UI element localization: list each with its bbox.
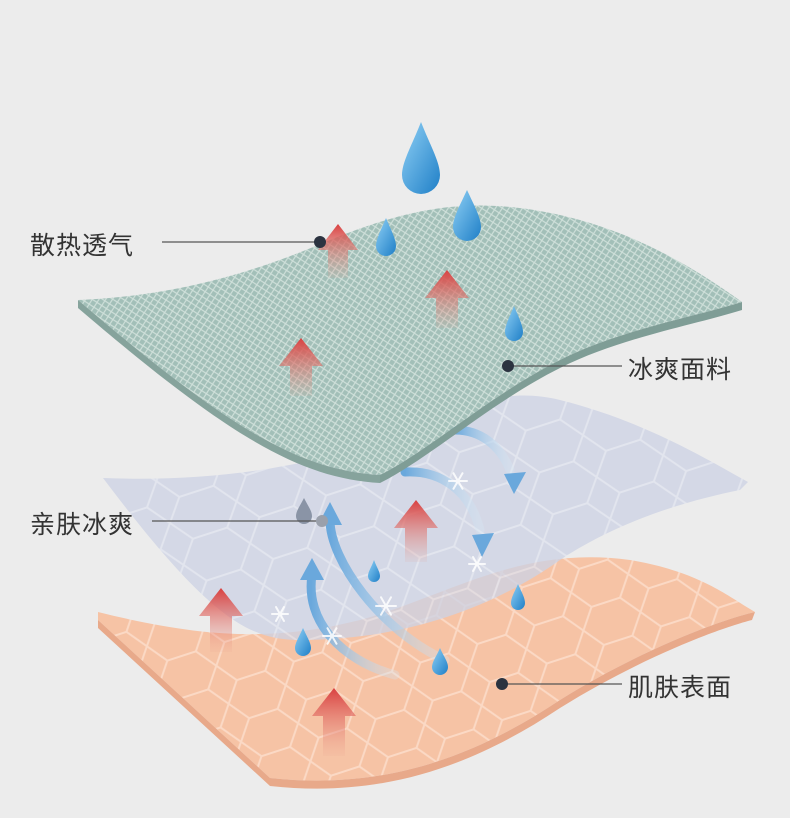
- leader-dot: [496, 678, 508, 690]
- water-drop-icon: [453, 190, 481, 241]
- heat-arrow: [199, 588, 243, 652]
- water-drop-icon: [295, 628, 311, 656]
- snowflake-icon: [322, 627, 342, 645]
- cool-fabric-layer: [78, 205, 742, 483]
- label-skin-surface: 肌肤表面: [628, 673, 733, 702]
- heat-arrow: [279, 338, 323, 396]
- skin-surface-layer: [98, 557, 755, 789]
- leader-dot: [316, 515, 328, 527]
- snowflake-icon: [448, 472, 468, 490]
- snowflake-icon: [468, 556, 486, 572]
- water-drops: [295, 122, 525, 675]
- heat-arrows: [199, 224, 469, 756]
- heat-arrow: [312, 688, 356, 756]
- leader-dots: [314, 236, 514, 690]
- leader-dot: [502, 360, 514, 372]
- water-drop-icon: [376, 218, 396, 256]
- water-drop-icon: [511, 584, 525, 610]
- label-skin-cool: 亲肤冰爽: [30, 510, 135, 539]
- heat-arrow: [425, 270, 469, 328]
- water-drop-icon: [296, 498, 312, 524]
- water-drop-icon: [505, 306, 523, 341]
- label-cool-fabric: 冰爽面料: [628, 355, 733, 384]
- airflow-arrow-heads: [300, 472, 526, 580]
- heat-arrow: [394, 500, 438, 562]
- water-drop-icon: [432, 648, 448, 675]
- snowflake-icon: [271, 606, 289, 622]
- snowflake-icon: [375, 596, 397, 616]
- heat-arrow: [318, 224, 358, 278]
- water-drop-icon: [402, 122, 440, 194]
- leader-lines: [152, 241, 622, 685]
- water-drop-icon: [368, 560, 380, 582]
- snowflake-icons: [271, 472, 486, 645]
- label-heat-dissipation: 散热透气: [30, 231, 135, 260]
- leader-dot: [314, 236, 326, 248]
